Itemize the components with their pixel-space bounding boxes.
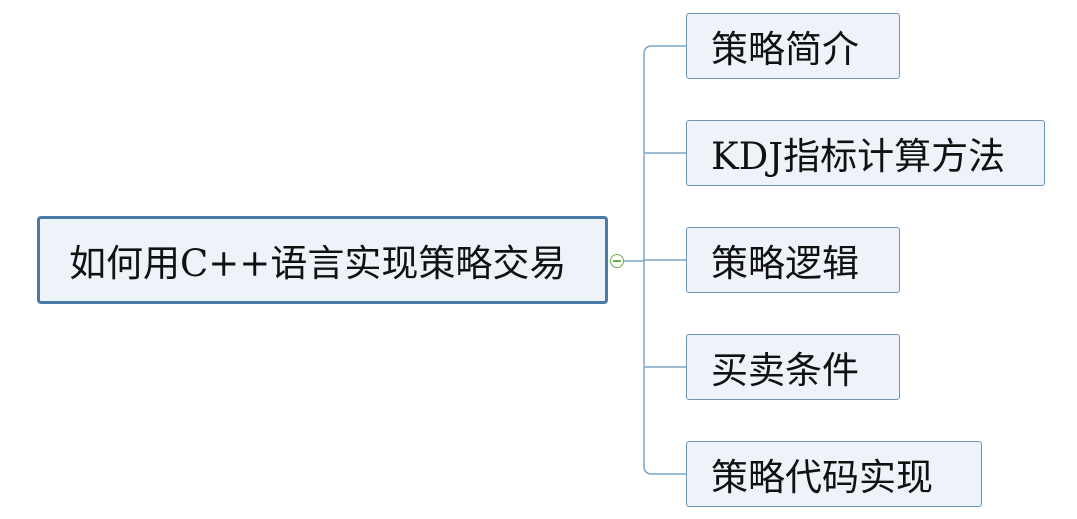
subtopic-label: 买卖条件 <box>711 349 859 392</box>
root-topic-label: 如何用C++语言实现策略交易 <box>69 242 567 285</box>
subtopic-label: 策略简介 <box>711 28 859 71</box>
root-topic[interactable]: 如何用C++语言实现策略交易 <box>37 216 608 304</box>
subtopic-strategy-logic[interactable]: 策略逻辑 <box>686 227 900 293</box>
subtopic-trade-conditions[interactable]: 买卖条件 <box>686 334 900 400</box>
subtopic-kdj-calculation[interactable]: KDJ指标计算方法 <box>686 120 1045 186</box>
subtopic-label: 策略逻辑 <box>711 242 859 285</box>
subtopic-strategy-intro[interactable]: 策略简介 <box>686 13 900 79</box>
connector-spine <box>643 54 686 475</box>
subtopic-label: KDJ指标计算方法 <box>711 135 1006 178</box>
subtopic-code-implementation[interactable]: 策略代码实现 <box>686 441 982 507</box>
collapse-toggle-icon[interactable] <box>610 254 624 268</box>
connector-branch-1 <box>643 45 686 55</box>
subtopic-label: 策略代码实现 <box>711 456 933 499</box>
